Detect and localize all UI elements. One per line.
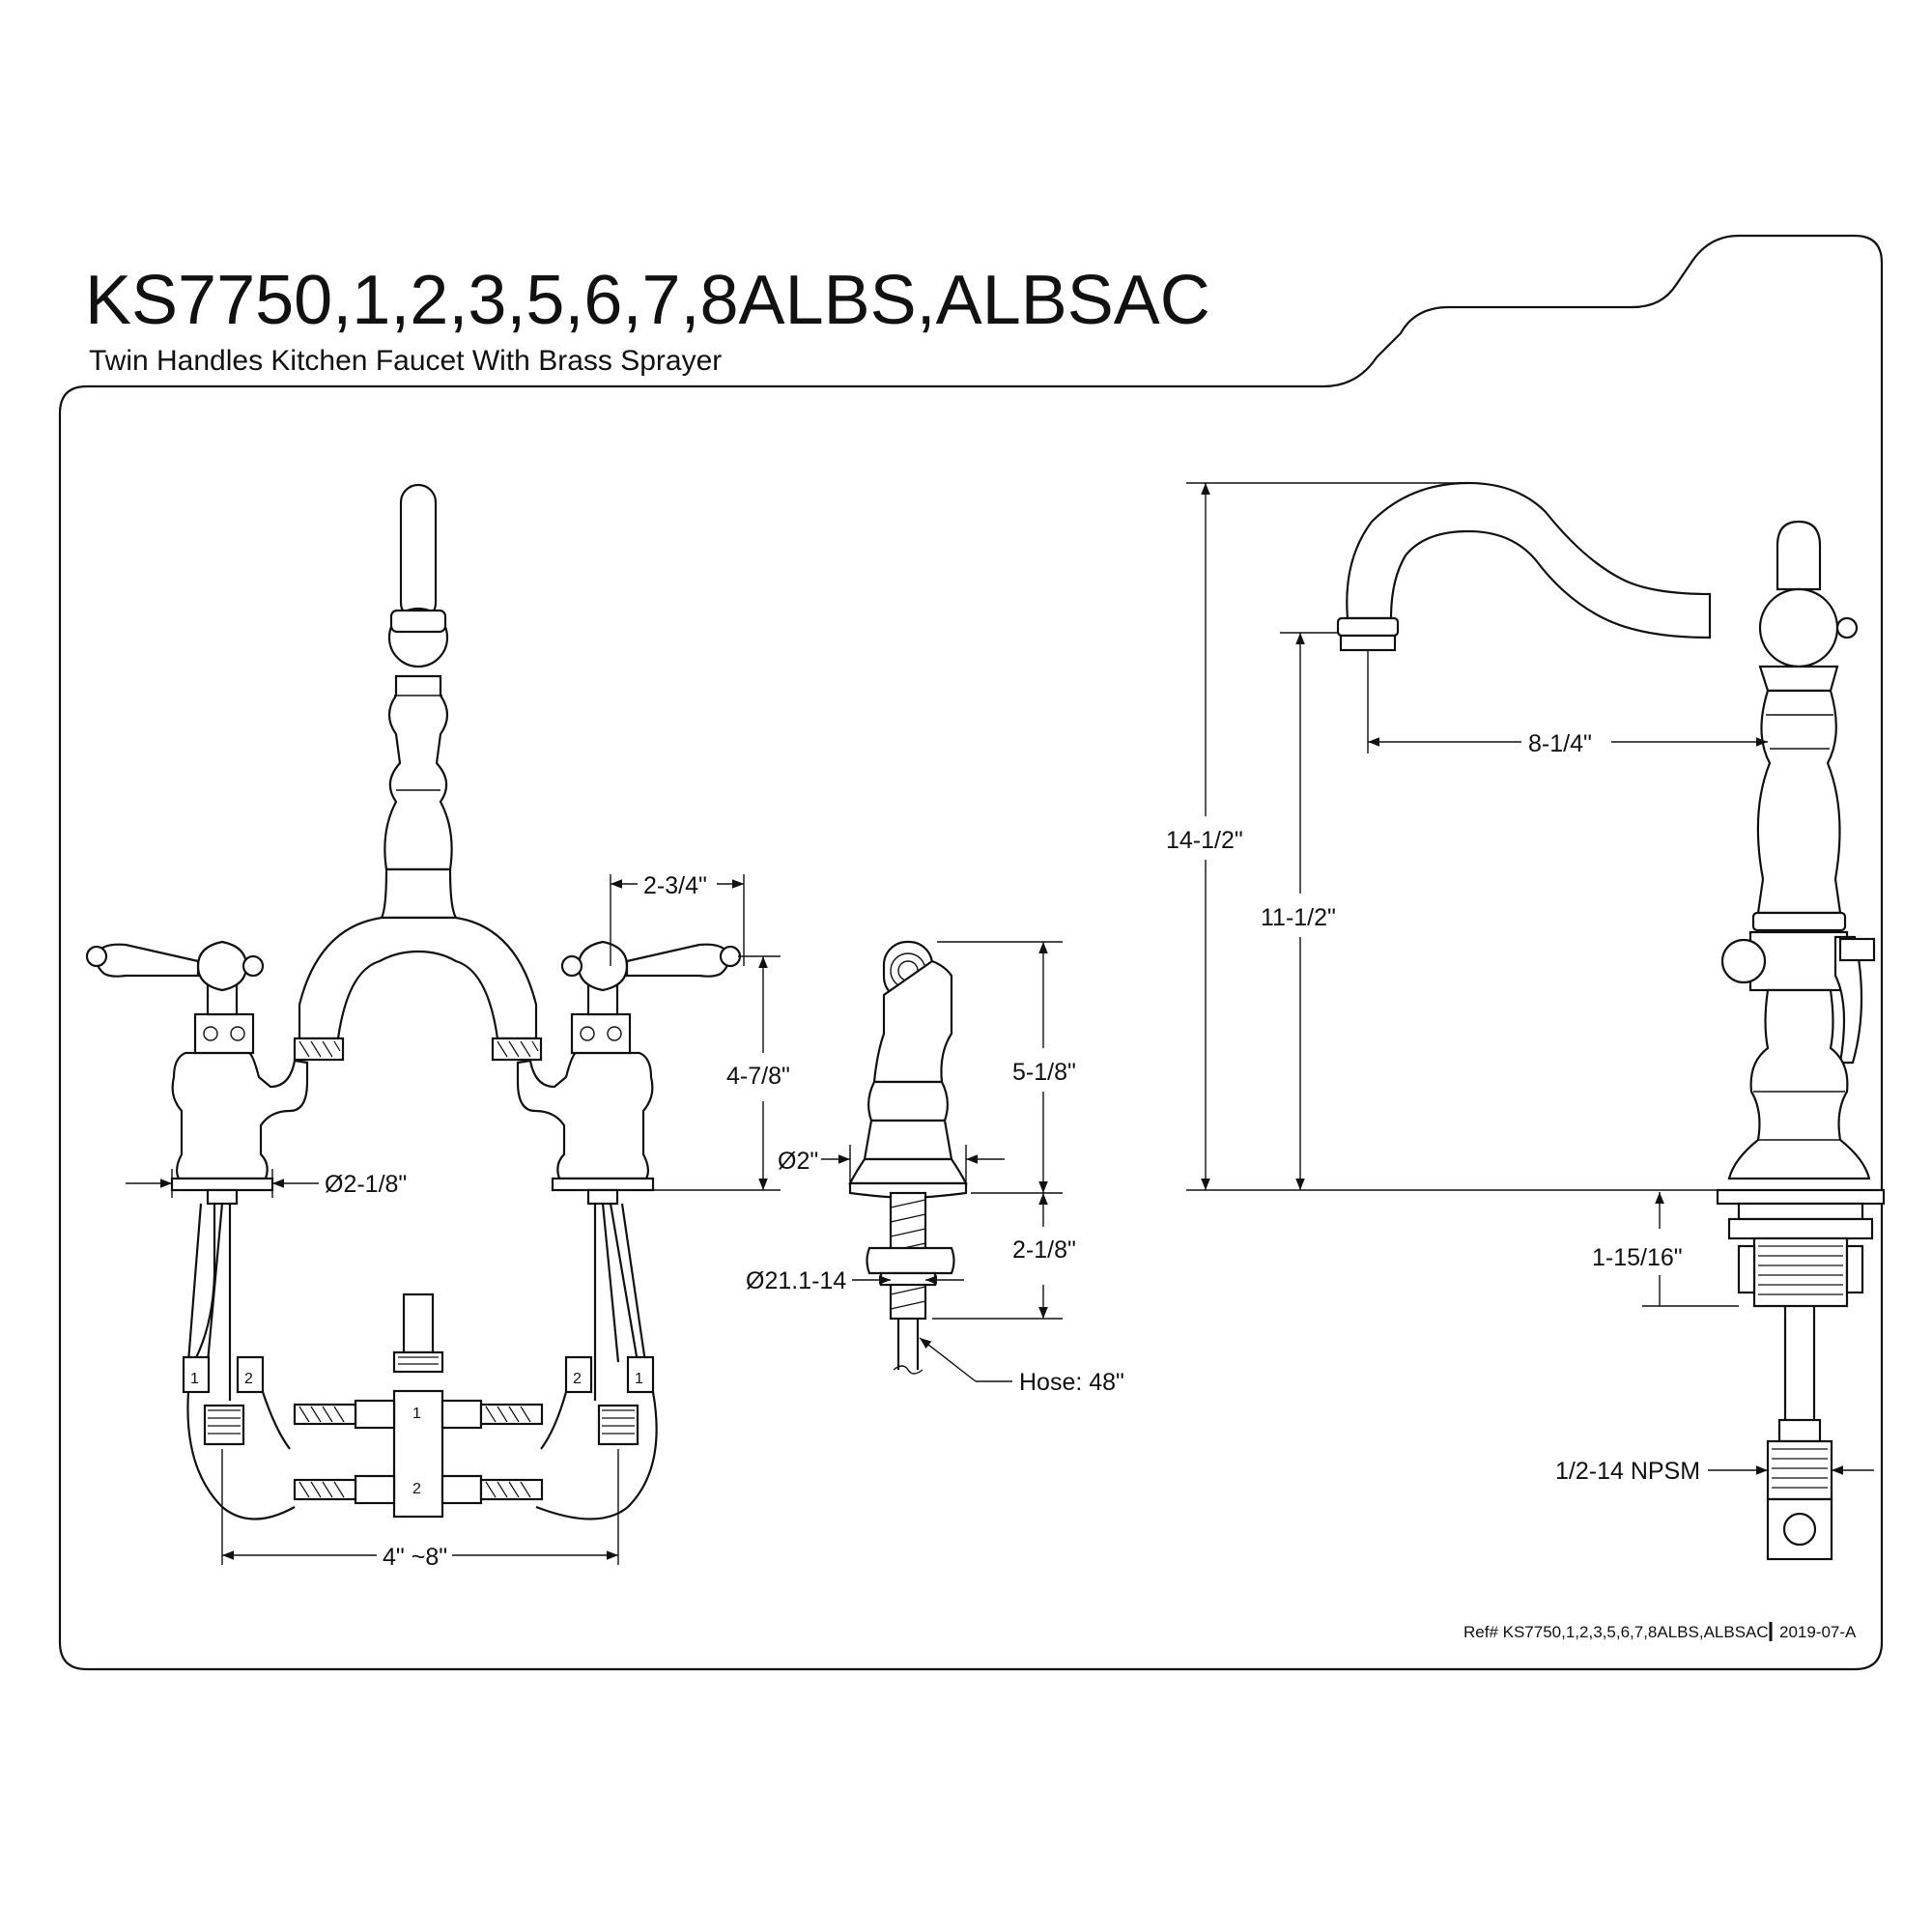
bridge-arch: [298, 916, 538, 1040]
top-finial: [1776, 520, 1822, 591]
tee-fitting: [392, 1389, 444, 1519]
left-tag-1: 1: [190, 1371, 199, 1387]
right-valve-body: [516, 1051, 654, 1180]
npsm-fitting: [1766, 1439, 1833, 1501]
spout-tube: [399, 483, 438, 622]
side-spout: [1346, 481, 1712, 639]
side-column: [1756, 689, 1842, 915]
center-column: [384, 674, 453, 871]
model-title: KS7750,1,2,3,5,6,7,8ALBS,ALBSAC: [85, 262, 1210, 339]
dim-spout-height: 11-1/2": [1261, 904, 1336, 931]
left-handle-hub: [196, 940, 248, 992]
dim-center-spread: 4" ~8": [383, 1544, 447, 1571]
sprayer-neck: [872, 959, 953, 1084]
dim-total-height: 14-1/2": [1166, 827, 1243, 854]
front-view: 1 2 2 1 1 2: [85, 483, 790, 1571]
left-tag-2: 2: [244, 1371, 253, 1387]
dim-connection: 1/2-14 NPSM: [1555, 1458, 1700, 1485]
dim-sprayer-diameter: Ø2": [778, 1148, 818, 1175]
left-valve-body: [171, 1051, 309, 1180]
side-body: [1727, 988, 1871, 1180]
side-view: 14-1/2" 11-1/2" 8-1/4" 1-15/16" 1/2-14 N…: [1166, 481, 1886, 1561]
tee-tag-1: 1: [412, 1406, 421, 1422]
left-handle-lever: [95, 943, 200, 978]
dim-deck-height: 1-15/16": [1592, 1244, 1683, 1271]
footer-revision: 2019-07-A: [1779, 1623, 1857, 1641]
sprayer-view: 5-1/8" Ø2" 2-1/8" Ø21.1-14 Hose: 48": [746, 940, 1124, 1396]
right-handle-lever: [625, 943, 730, 978]
dim-handle-spacing: 2-3/4": [643, 872, 707, 899]
dim-sprayer-thread: Ø21.1-14: [746, 1267, 846, 1294]
side-lever: [1833, 935, 1863, 1065]
tee-tag-2: 2: [412, 1481, 421, 1497]
dim-sprayer-shank: 2-1/8": [1012, 1236, 1076, 1264]
dim-spout-reach: 8-1/4": [1528, 730, 1592, 757]
right-handle-hub: [577, 940, 629, 992]
dim-handle-height: 4-7/8": [726, 1063, 790, 1090]
right-tag-1: 1: [635, 1371, 643, 1387]
footer-ref: Ref# KS7750,1,2,3,5,6,7,8ALBS,ALBSAC: [1463, 1623, 1769, 1641]
drawing-frame: [58, 234, 1884, 1671]
dim-hose-length: Hose: 48": [1019, 1369, 1124, 1396]
side-hub: [1758, 587, 1839, 668]
dim-sprayer-height: 5-1/8": [1012, 1059, 1076, 1086]
dim-base-diameter: Ø2-1/8": [325, 1171, 407, 1198]
right-tag-2: 2: [573, 1371, 582, 1387]
model-subtitle: Twin Handles Kitchen Faucet With Brass S…: [89, 345, 722, 377]
